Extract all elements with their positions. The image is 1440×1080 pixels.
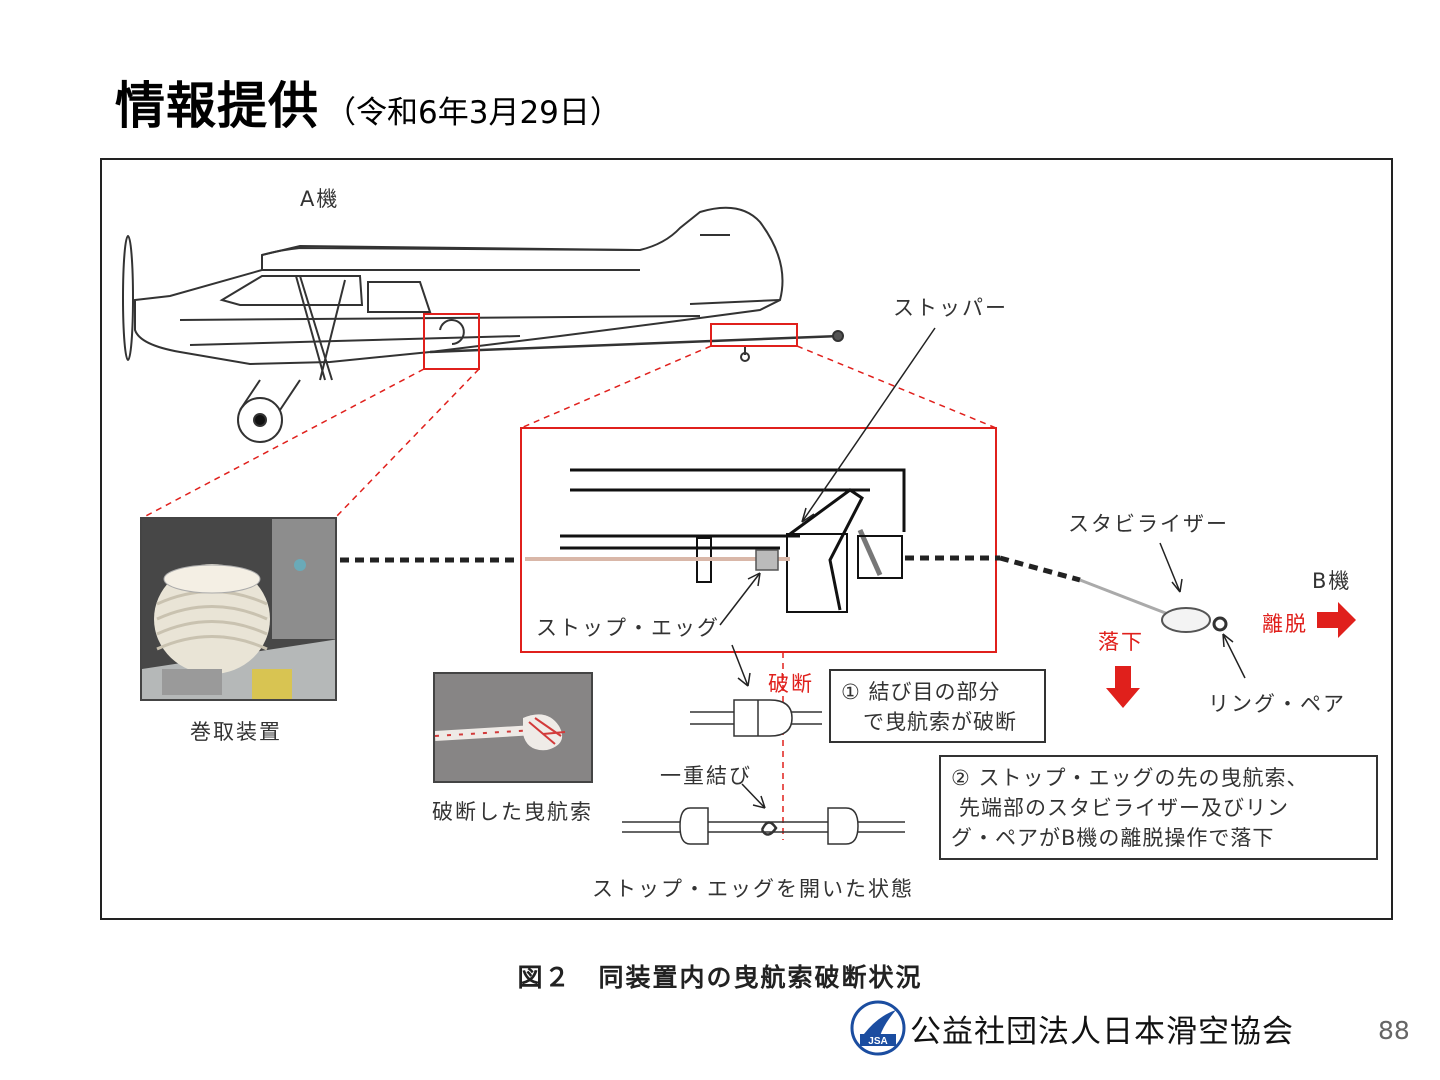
figure-frame	[100, 158, 1393, 920]
broken-rope-photo	[433, 672, 593, 783]
note2-line3: グ・ペアがB機の離脱操作で落下	[951, 826, 1275, 850]
winder-photo	[140, 517, 337, 701]
title-main: 情報提供	[115, 77, 319, 135]
stop-egg-opened	[622, 807, 905, 845]
label-ring-pair: リング・ペア	[1208, 692, 1346, 716]
broken-rope-image	[435, 674, 591, 781]
red-arrow-down	[1106, 666, 1140, 708]
note2-line1: ② ストップ・エッグの先の曳航索、	[951, 766, 1309, 790]
note-box-2: ② ストップ・エッグの先の曳航索、 先端部のスタビライザー及びリン グ・ペアがB…	[939, 755, 1378, 860]
zoom-connectors	[141, 345, 997, 840]
label-winder: 巻取装置	[190, 720, 282, 744]
tow-rope-dotted	[340, 555, 1081, 583]
note2-line2: 先端部のスタビライザー及びリン	[959, 796, 1289, 820]
label-release: 離脱	[1262, 612, 1308, 636]
note1-line1: ① 結び目の部分	[841, 680, 1001, 704]
page-title: 情報提供（令和6年3月29日）	[115, 66, 621, 138]
jsa-logo: JSA	[850, 1000, 906, 1056]
organization-footer: JSA 公益社団法人日本滑空協会	[850, 1000, 1293, 1056]
stop-egg-closed	[690, 699, 822, 737]
note-box-1: ① 結び目の部分 で曳航索が破断	[829, 669, 1046, 743]
winder-image	[142, 519, 335, 699]
label-stop-egg: ストップ・エッグ	[536, 616, 720, 640]
label-stop-egg-open: ストップ・エッグを開いた状態	[592, 877, 914, 901]
page-number: 88	[1378, 1016, 1410, 1045]
stabilizer-body	[1161, 607, 1211, 633]
note1-line2: で曳航索が破断	[863, 710, 1017, 734]
label-broken-rope: 破断した曳航索	[432, 800, 593, 824]
label-rupture: 破断	[768, 672, 814, 696]
label-fall: 落下	[1098, 630, 1144, 654]
label-stabilizer: スタビライザー	[1068, 512, 1229, 536]
pointer-lines	[719, 327, 1246, 809]
locator-box-stopper	[710, 323, 798, 347]
aircraft-a-drawing	[122, 206, 844, 443]
title-date: （令和6年3月29日）	[325, 95, 621, 131]
jsa-logo-text: JSA	[868, 1036, 887, 1047]
red-arrow-right	[1317, 602, 1356, 638]
locator-box-winder	[423, 313, 480, 370]
figure-caption: 図２ 同装置内の曳航索破断状況	[517, 963, 923, 992]
organization-name: 公益社団法人日本滑空協会	[910, 1014, 1294, 1050]
label-single-knot: 一重結び	[660, 764, 752, 788]
label-aircraft-b: B機	[1312, 569, 1352, 593]
label-stopper: ストッパー	[893, 296, 1008, 320]
label-aircraft-a: A機	[300, 187, 340, 211]
stopper-detail-box	[520, 427, 997, 653]
